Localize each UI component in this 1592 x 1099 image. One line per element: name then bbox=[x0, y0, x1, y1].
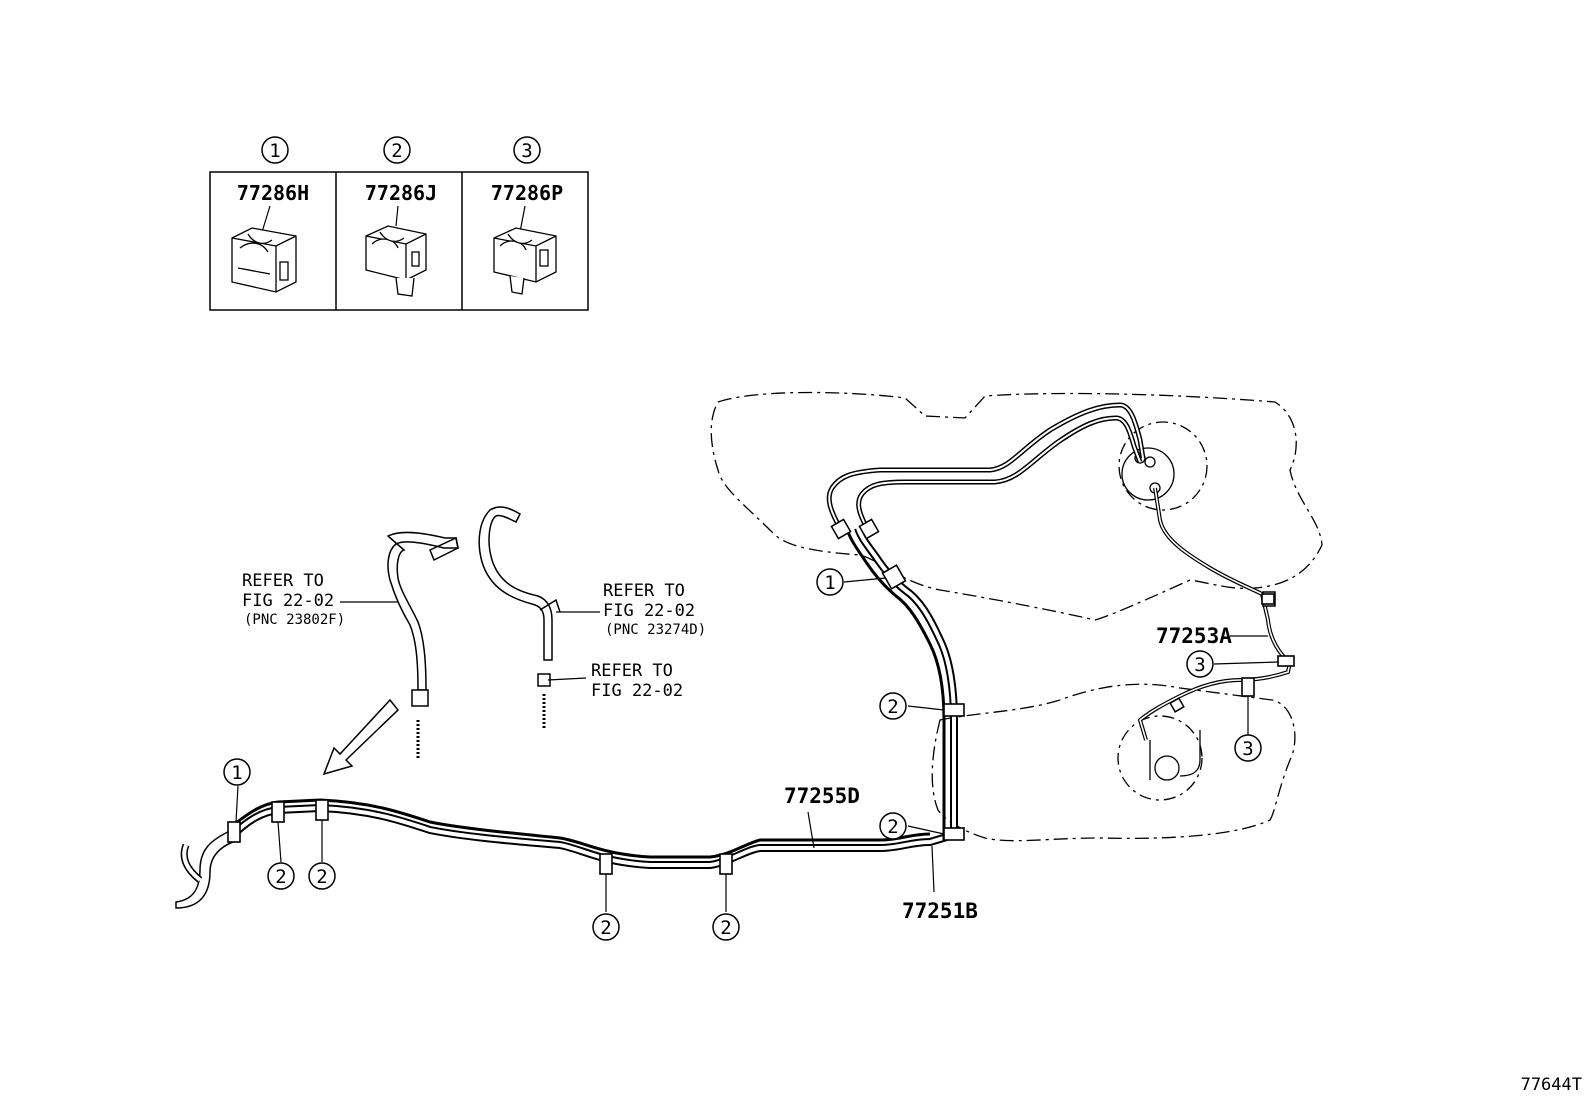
svg-text:1: 1 bbox=[269, 140, 280, 162]
fuel-tank-outline bbox=[710, 391, 1323, 842]
fuel-line-upper-inner bbox=[828, 403, 1144, 531]
clamp-77286J-drawing bbox=[365, 225, 427, 297]
svg-text:1: 1 bbox=[231, 762, 242, 784]
part-label-77251B: 77251B bbox=[902, 899, 978, 923]
callout-c6: 2 bbox=[712, 913, 740, 941]
hose-pnc-23802F bbox=[386, 531, 459, 760]
direction-arrow bbox=[322, 698, 400, 776]
fuel-pump-circle bbox=[1118, 421, 1208, 511]
callout-c8: 2 bbox=[879, 812, 907, 840]
note-pnc-23802F: REFER TO FIG 22-02 (PNC 23802F) bbox=[242, 571, 345, 628]
svg-text:2: 2 bbox=[887, 816, 898, 838]
svg-text:2: 2 bbox=[720, 917, 731, 939]
clamp-legend-table: 1 2 3 77286H 77286J 77286P bbox=[209, 136, 589, 311]
svg-text:1: 1 bbox=[824, 572, 835, 594]
svg-text:3: 3 bbox=[521, 140, 532, 162]
callout-c9: 3 bbox=[1186, 650, 1214, 678]
callout-c3: 2 bbox=[267, 862, 295, 890]
svg-text:(PNC 23274D): (PNC 23274D) bbox=[605, 622, 706, 638]
callout-c7: 2 bbox=[879, 692, 907, 720]
legend-ref-3: 3 bbox=[513, 136, 541, 164]
callout-c5: 2 bbox=[592, 913, 620, 941]
callout-c1: 1 bbox=[223, 758, 251, 786]
clamp-77286P-drawing bbox=[493, 227, 557, 295]
svg-text:REFER TO: REFER TO bbox=[603, 581, 685, 601]
svg-text:FIG 22-02: FIG 22-02 bbox=[591, 681, 683, 701]
callout-c10: 3 bbox=[1234, 734, 1262, 762]
legend-ref-2: 2 bbox=[383, 136, 411, 164]
svg-text:2: 2 bbox=[316, 866, 327, 888]
legend-ref-1: 1 bbox=[261, 136, 289, 164]
hose-pnc-23274D bbox=[478, 506, 561, 730]
note-pnc-23274D: REFER TO FIG 22-02 (PNC 23274D) bbox=[603, 581, 706, 638]
clamp-77286H-drawing bbox=[231, 227, 297, 293]
svg-text:2: 2 bbox=[600, 917, 611, 939]
part-label-77255D: 77255D bbox=[784, 784, 860, 808]
svg-text:REFER TO: REFER TO bbox=[591, 661, 673, 681]
legend-part-77286P: 77286P bbox=[491, 181, 563, 205]
front-hose bbox=[175, 829, 240, 909]
svg-text:FIG 22-02: FIG 22-02 bbox=[603, 601, 695, 621]
svg-text:2: 2 bbox=[275, 866, 286, 888]
sub-tank-circle bbox=[1117, 715, 1203, 801]
fuel-line-77253A bbox=[1137, 487, 1293, 741]
svg-text:3: 3 bbox=[1194, 654, 1205, 676]
callout-leaders bbox=[235, 577, 1279, 912]
svg-text:FIG 22-02: FIG 22-02 bbox=[242, 591, 334, 611]
legend-part-77286H: 77286H bbox=[237, 181, 309, 205]
legend-part-77286J: 77286J bbox=[365, 181, 437, 205]
note-fig-22-02: REFER TO FIG 22-02 bbox=[591, 661, 683, 701]
svg-text:(PNC 23802F): (PNC 23802F) bbox=[244, 612, 345, 628]
figure-id: 77644T bbox=[1521, 1075, 1582, 1095]
callout-c2: 1 bbox=[816, 568, 844, 596]
svg-text:3: 3 bbox=[1242, 738, 1253, 760]
svg-text:2: 2 bbox=[887, 696, 898, 718]
svg-text:2: 2 bbox=[391, 140, 402, 162]
callout-c4: 2 bbox=[308, 862, 336, 890]
svg-text:REFER TO: REFER TO bbox=[242, 571, 324, 591]
fuel-line-upper bbox=[826, 402, 1146, 532]
part-label-77253A: 77253A bbox=[1156, 624, 1232, 648]
